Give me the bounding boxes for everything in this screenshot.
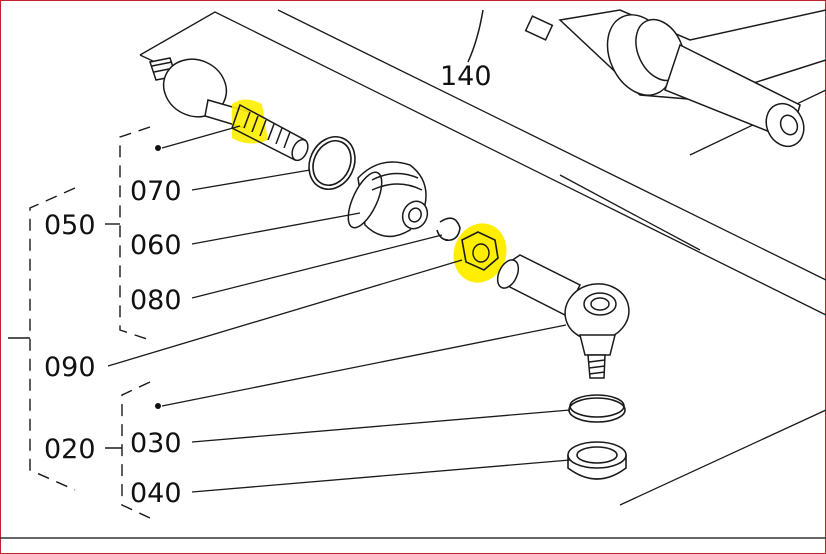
steering-cylinder-140 bbox=[467, 9, 826, 148]
label-040: 040 bbox=[130, 478, 182, 509]
label-080: 080 bbox=[130, 285, 182, 316]
boot-clamp-070 bbox=[308, 136, 356, 190]
dot-050 bbox=[155, 145, 161, 151]
label-060: 060 bbox=[130, 230, 182, 261]
lock-nut-090 bbox=[453, 223, 507, 283]
tie-rod-end-020 bbox=[496, 254, 630, 379]
leader-lines bbox=[107, 125, 571, 493]
seal-cap-040 bbox=[567, 441, 627, 480]
label-070: 070 bbox=[130, 176, 182, 207]
label-020: 020 bbox=[44, 434, 96, 465]
clip-080 bbox=[436, 217, 461, 242]
o-ring-030 bbox=[568, 394, 626, 423]
label-090: 090 bbox=[44, 352, 96, 383]
group-brackets bbox=[29, 126, 151, 519]
label-050: 050 bbox=[44, 210, 96, 241]
rubber-boot-060 bbox=[347, 161, 429, 238]
label-030: 030 bbox=[130, 428, 182, 459]
dot-020 bbox=[155, 403, 161, 409]
inner-tie-rod-050 bbox=[149, 57, 309, 162]
label-140: 140 bbox=[440, 61, 492, 92]
panel-outline bbox=[139, 9, 826, 506]
